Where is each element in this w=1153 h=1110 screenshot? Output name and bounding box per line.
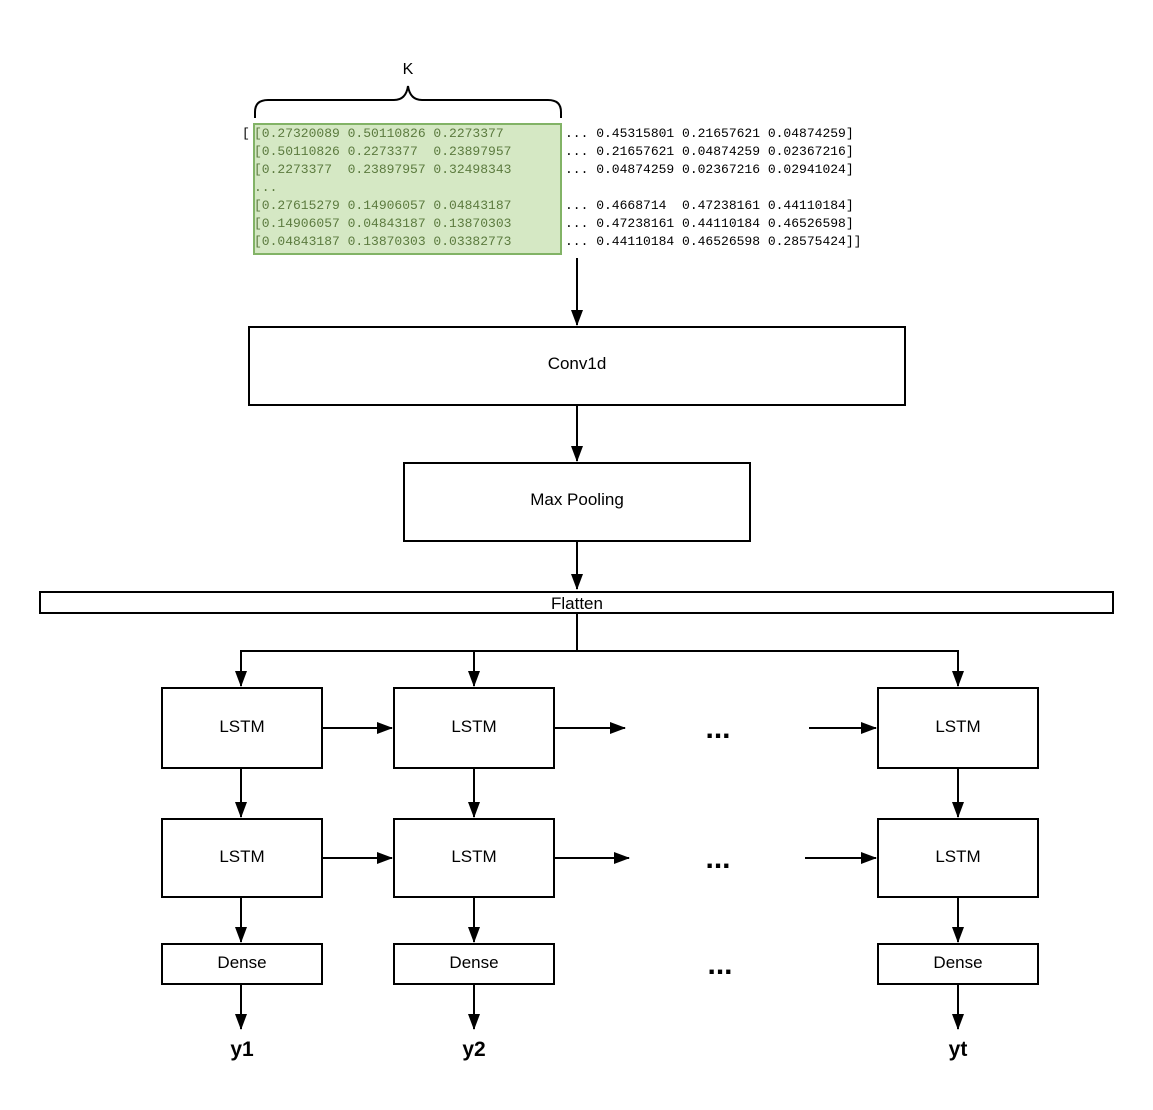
input-matrix: [ [0.27320089 0.50110826 0.2273377 [0.50… — [242, 123, 861, 255]
lstm-label-col1-row1: LSTM — [219, 717, 264, 736]
matrix-row-6-highlighted: [0.14906057 0.04843187 0.13870303 — [254, 216, 511, 231]
ellipsis-row1: ... — [705, 712, 730, 745]
matrix-row-7-rest: ... 0.44110184 0.46526598 0.28575424]] — [565, 234, 861, 249]
matrix-row-3-highlighted: [0.2273377 0.23897957 0.32498343 — [254, 162, 511, 177]
output-label-col3: yt — [949, 1038, 968, 1061]
kernel-label: K — [403, 61, 414, 78]
output-label-col1: y1 — [230, 1038, 254, 1061]
matrix-row-7-highlighted: [0.04843187 0.13870303 0.03382773 — [254, 234, 511, 249]
flatten-label: Flatten — [551, 594, 603, 613]
matrix-row-2-highlighted: [0.50110826 0.2273377 0.23897957 — [254, 144, 511, 159]
lstm-box-col3-row2 — [877, 818, 1039, 898]
dense-label-col1: Dense — [217, 953, 266, 972]
lstm-box-col2-row1 — [393, 687, 555, 769]
dense-box-col3 — [877, 943, 1039, 985]
ellipsis-row2: ... — [705, 842, 730, 875]
lstm-box-col2-row2 — [393, 818, 555, 898]
lstm-box-col1-row2 — [161, 818, 323, 898]
max-pooling-box — [403, 462, 751, 542]
dense-label-col2: Dense — [449, 953, 498, 972]
conv1d-label: Conv1d — [548, 354, 607, 373]
dense-label-col3: Dense — [933, 953, 982, 972]
lstm-label-col3-row1: LSTM — [935, 717, 980, 736]
matrix-open-bracket: [ — [242, 126, 250, 141]
matrix-row-1-highlighted: [0.27320089 0.50110826 0.2273377 — [254, 126, 511, 141]
max-pooling-label: Max Pooling — [530, 490, 624, 509]
matrix-row-3-rest: ... 0.04874259 0.02367216 0.02941024] — [565, 162, 854, 177]
conv1d-box — [248, 326, 906, 406]
dense-box-col2 — [393, 943, 555, 985]
kernel-window-highlight — [253, 123, 562, 255]
kernel-brace — [254, 85, 562, 118]
lstm-label-col3-row2: LSTM — [935, 847, 980, 866]
matrix-row-ellipsis: ... — [254, 180, 277, 195]
lstm-label-col2-row1: LSTM — [451, 717, 496, 736]
lstm-label-col2-row2: LSTM — [451, 847, 496, 866]
matrix-row-5-rest: ... 0.4668714 0.47238161 0.44110184] — [565, 198, 854, 213]
dense-box-col1 — [161, 943, 323, 985]
ellipsis-dense-row: ... — [707, 948, 732, 981]
lstm-box-col1-row1 — [161, 687, 323, 769]
lstm-label-col1-row2: LSTM — [219, 847, 264, 866]
matrix-row-5-highlighted: [0.27615279 0.14906057 0.04843187 — [254, 198, 511, 213]
output-label-col2: y2 — [462, 1038, 485, 1061]
matrix-row-1-rest: ... 0.45315801 0.21657621 0.04874259] — [565, 126, 854, 141]
matrix-row-6-rest: ... 0.47238161 0.44110184 0.46526598] — [565, 216, 854, 231]
matrix-row-2-rest: ... 0.21657621 0.04874259 0.02367216] — [565, 144, 854, 159]
